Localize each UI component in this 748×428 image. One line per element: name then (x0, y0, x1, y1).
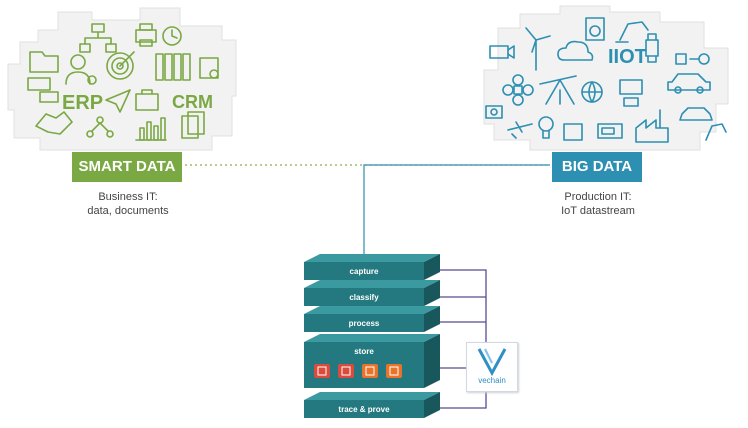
store-app-glyph (365, 366, 375, 376)
layer-label: store (354, 347, 374, 356)
person-icon (65, 54, 97, 85)
store-app-icon (338, 364, 354, 378)
vechain-logo: vechain (466, 342, 518, 392)
store-app-glyph (317, 366, 327, 376)
layer-label: classify (349, 293, 379, 302)
layer-side-face (424, 334, 440, 388)
oil-pump-icon (539, 75, 577, 105)
camera-icon (489, 45, 515, 59)
wind-turbine-icon (525, 27, 551, 71)
iiot-label: IIOT (608, 46, 647, 68)
washer-icon (585, 17, 605, 41)
smart-data-caption-line2: data, documents (87, 205, 169, 217)
camera-small-icon (485, 105, 503, 119)
layer-front-face (304, 262, 424, 280)
flowchart-icon (79, 23, 117, 53)
big-data-caption: Production IT: IoT datastream (518, 190, 678, 218)
plane-icon (507, 121, 533, 139)
documents-icon (181, 111, 205, 139)
store-app-glyph (389, 366, 399, 376)
big-data-tag: BIG DATA (552, 152, 642, 182)
stack-layer-trace-prove: trace & prove (304, 392, 440, 418)
datastream-connector (363, 164, 550, 258)
stack-layer-classify: classify (304, 280, 440, 306)
vechain-v-icon (477, 348, 507, 377)
layer-label: trace & prove (338, 405, 390, 414)
factory-icon (635, 109, 669, 143)
stack-layer-capture: capture (304, 254, 440, 280)
binders-icon (155, 53, 191, 81)
briefcase-icon (135, 89, 159, 111)
paper-plane-icon (105, 89, 131, 113)
layer-front-face (304, 288, 424, 306)
process-stack: trace & prove store process classify capture (304, 254, 440, 418)
robot-arm-small-icon (705, 123, 727, 141)
handshake-icon (35, 111, 73, 135)
erp-label: ERP (62, 92, 104, 114)
robot-arm-icon (615, 21, 649, 43)
store-app-icon (314, 364, 330, 378)
chat-icon (27, 77, 59, 103)
oven-icon (619, 79, 643, 107)
globe-icon (581, 81, 603, 103)
clock-icon (162, 26, 182, 46)
stack-layer-store: store (304, 334, 440, 388)
layer-side-face (424, 254, 440, 280)
big-data-cloud (483, 5, 729, 151)
bar-chart-icon (135, 117, 167, 141)
layer-top-face (304, 254, 440, 262)
certificate-icon (199, 57, 219, 79)
layer-side-face (424, 392, 440, 418)
big-data-caption-line1: Production IT: (564, 191, 632, 203)
crm-label: CRM (172, 92, 213, 112)
chip-icon (675, 53, 710, 65)
layer-top-face (304, 392, 440, 400)
layer-label: process (349, 319, 380, 328)
microwave-icon (597, 123, 623, 139)
car-small-icon (679, 107, 713, 121)
tv-icon (563, 123, 583, 141)
store-app-icon (386, 364, 402, 378)
layer-side-face (424, 280, 440, 306)
store-app-glyph (341, 366, 351, 376)
folder-icon (29, 51, 59, 73)
store-app-icon (362, 364, 378, 378)
target-icon (106, 51, 135, 80)
layer-top-face (304, 280, 440, 288)
bulb-icon (538, 116, 554, 139)
layer-front-face (304, 400, 424, 418)
big-data-caption-line2: IoT datastream (561, 205, 635, 217)
cloud-icon (557, 40, 594, 61)
smart-data-caption: Business IT: data, documents (48, 190, 208, 218)
printer-icon (135, 23, 157, 47)
vechain-label: vechain (478, 376, 506, 385)
stack-layer-process: process (304, 306, 440, 332)
layer-top-face (304, 334, 440, 342)
drone-icon (502, 74, 534, 106)
car-icon (667, 73, 711, 94)
smart-data-caption-line1: Business IT: (98, 191, 158, 203)
layer-label: capture (350, 267, 379, 276)
network-icon (86, 116, 114, 138)
layer-side-face (424, 306, 440, 332)
smartwatch-icon (645, 33, 659, 63)
layer-front-face (304, 314, 424, 332)
smart-data-tag: SMART DATA (72, 152, 182, 182)
layer-top-face (304, 306, 440, 314)
